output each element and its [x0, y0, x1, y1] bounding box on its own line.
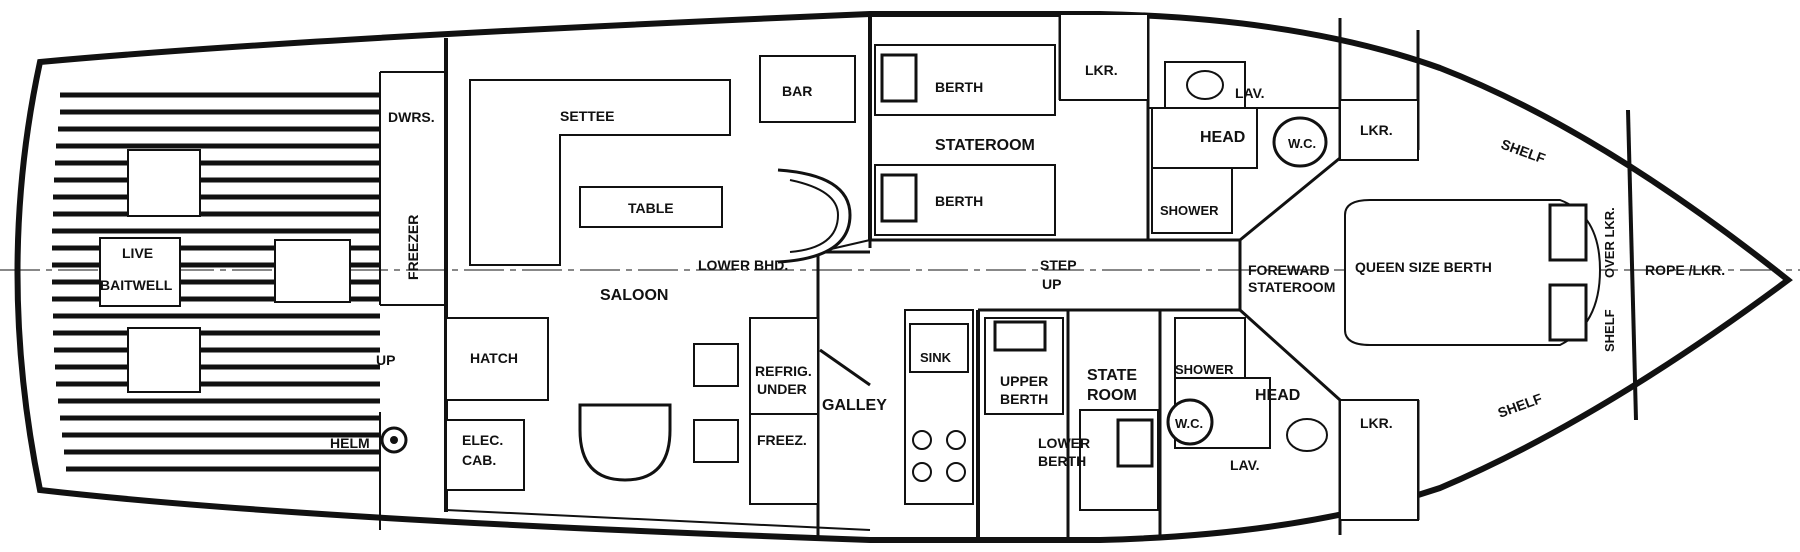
wc-bot-label: W.C.: [1175, 416, 1203, 431]
labels: DWRS. FREEZER LIVE BAITWELL UP HELM HATC…: [100, 62, 1725, 473]
berth-mid-label: BERTH: [935, 193, 983, 209]
saloon-label: SALOON: [600, 287, 668, 304]
hull-outline: [14, 11, 1793, 543]
berth-lower-label: BERTH: [1038, 453, 1086, 469]
shelf-vert-label: SHELF: [1602, 309, 1617, 352]
queen-berth: [1344, 199, 1602, 346]
pillow: [880, 53, 918, 103]
berth-upper-label: BERTH: [1000, 391, 1048, 407]
cab-label: CAB.: [462, 452, 496, 468]
step-label: STEP: [1040, 257, 1077, 273]
queen-label: QUEEN SIZE BERTH: [1355, 259, 1492, 275]
stateroom-fwd-label: STATEROOM: [1248, 279, 1335, 295]
dinette-seat-top: [777, 168, 852, 264]
helm-label: HELM: [330, 435, 370, 451]
foreward-label: FOREWARD: [1248, 262, 1330, 278]
sink-label: SINK: [920, 350, 952, 365]
shower-top: [1151, 167, 1233, 234]
lkr-top-box: [1059, 13, 1149, 101]
berth-top-label: BERTH: [935, 79, 983, 95]
deck-hatch-right: [274, 239, 351, 303]
hatch: [445, 317, 549, 401]
freez-label: FREEZ.: [757, 432, 807, 448]
heads: [1059, 13, 1419, 521]
helm-hub-icon: [390, 436, 398, 444]
lav-bot-label: LAV.: [1230, 457, 1260, 473]
pillow: [1116, 418, 1154, 468]
pillow: [880, 173, 918, 223]
upper-label: UPPER: [1000, 373, 1048, 389]
burner-icon: [946, 462, 966, 482]
sink: [909, 323, 969, 373]
shower-top-label: SHOWER: [1160, 203, 1219, 218]
shower-bot-label: SHOWER: [1175, 362, 1234, 377]
refrig-label: REFRIG.: [755, 363, 812, 379]
head-top-label: HEAD: [1200, 129, 1245, 146]
stateroom-label: STATEROOM: [935, 137, 1035, 154]
dinette-seat-inner: [789, 179, 840, 253]
galley-counter: [819, 309, 974, 505]
burner-icon: [946, 430, 966, 450]
burner-icon: [912, 462, 932, 482]
lkr-fwd-bot-box: [1339, 399, 1419, 521]
lkr-fwd-top-box: [1339, 99, 1419, 161]
bar: [759, 55, 856, 123]
wc-bot: [1166, 398, 1214, 446]
state-label: STATE: [1087, 367, 1137, 384]
lkr-fwd-bot-label: LKR.: [1360, 415, 1393, 431]
lav-basin: [1186, 70, 1224, 100]
wc-top: [1272, 116, 1328, 168]
freezer-unit: [749, 413, 819, 505]
lav-basin-bot: [1286, 418, 1328, 452]
lower-label: LOWER: [1038, 435, 1090, 451]
up-label: UP: [376, 352, 395, 368]
lower-bhd-label: LOWER BHD.: [698, 257, 788, 273]
baitwell-label: BAITWELL: [100, 277, 173, 293]
stool-2: [693, 419, 739, 463]
lav-top-label: LAV.: [1235, 85, 1265, 101]
deck-planks: [52, 92, 380, 472]
shelf-top-label: SHELF: [1499, 136, 1548, 167]
wc-top-label: W.C.: [1288, 136, 1316, 151]
cockpit-deck: [52, 92, 438, 480]
room-label: ROOM: [1087, 387, 1137, 404]
bar-label: BAR: [782, 83, 812, 99]
deck-hatch-bottom: [127, 327, 201, 393]
galley-label: GALLEY: [822, 397, 887, 414]
elec-cab: [445, 419, 525, 491]
freezer-vert-label: FREEZER: [405, 215, 421, 280]
table: [579, 186, 723, 228]
over-lkr-label: OVER LKR.: [1602, 207, 1617, 278]
pillow: [993, 320, 1047, 352]
settee-label: SETTEE: [560, 108, 614, 124]
rope-lkr-label: ROPE /LKR.: [1645, 262, 1725, 278]
stool-1: [693, 343, 739, 387]
baitwell-box: [99, 237, 181, 307]
live-label: LIVE: [122, 245, 153, 261]
step-up-label: UP: [1042, 276, 1061, 292]
dinette-seat-bottom: [578, 403, 672, 482]
burner-icon: [912, 430, 932, 450]
table-label: TABLE: [628, 200, 674, 216]
saloon-furniture: [445, 55, 856, 505]
berths: [874, 44, 1602, 511]
dwrs-label: DWRS.: [388, 109, 435, 125]
head-bot-label: HEAD: [1255, 387, 1300, 404]
hatch-label: HATCH: [470, 350, 518, 366]
deck-hatch-top: [127, 149, 201, 217]
pillow: [1548, 283, 1588, 342]
shelf-bot-label: SHELF: [1496, 390, 1545, 421]
lkr-fwd-top-label: LKR.: [1360, 122, 1393, 138]
lkr-top-label: LKR.: [1085, 62, 1118, 78]
elec-label: ELEC.: [462, 432, 503, 448]
settee: [469, 79, 731, 266]
pillow: [1548, 203, 1588, 262]
under-label: UNDER: [757, 381, 807, 397]
